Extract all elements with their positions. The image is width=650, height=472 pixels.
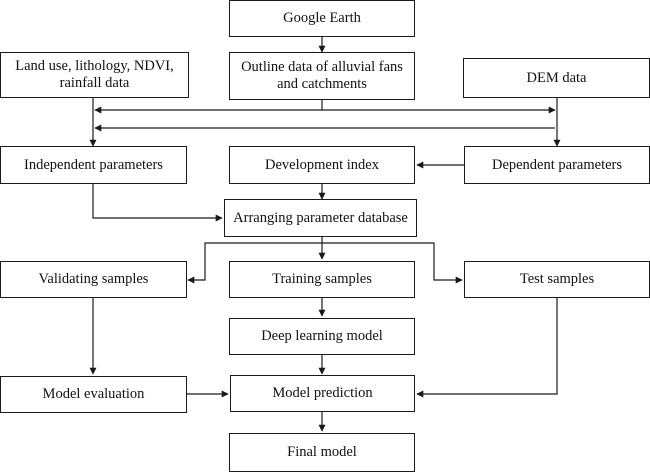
node-deep-learning-model: Deep learning model — [229, 318, 415, 355]
node-validating-samples: Validating samples — [0, 261, 187, 298]
edge-test-to-prediction — [416, 298, 558, 398]
node-outline-data: Outline data of alluvial fans and catchm… — [229, 52, 415, 100]
node-arranging-parameter-database: Arranging parameter database — [224, 199, 417, 237]
node-model-prediction: Model prediction — [230, 375, 415, 412]
node-dem-data: DEM data — [463, 58, 650, 98]
node-dependent-parameters: Dependent parameters — [464, 146, 650, 184]
node-final-model: Final model — [229, 433, 415, 472]
edge-independent-to-arranging — [92, 184, 223, 222]
node-development-index: Development index — [229, 146, 415, 184]
node-land-use-data: Land use, lithology, NDVI, rainfall data — [0, 52, 189, 98]
node-model-evaluation: Model evaluation — [0, 376, 187, 413]
edge-arranging-to-validating — [187, 242, 322, 284]
node-training-samples: Training samples — [229, 261, 415, 298]
edge-arranging-to-test — [322, 242, 463, 284]
node-google-earth: Google Earth — [229, 0, 415, 37]
node-independent-parameters: Independent parameters — [0, 146, 187, 184]
node-test-samples: Test samples — [464, 261, 650, 298]
